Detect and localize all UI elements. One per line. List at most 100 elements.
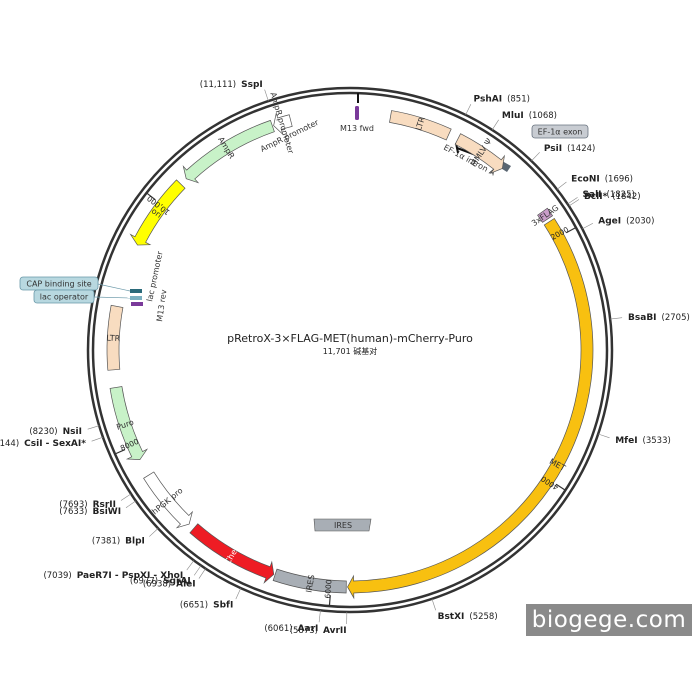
site-name: BclI* (584, 192, 608, 202)
site-line-paer7i-pspxi-xhoi (186, 560, 195, 571)
site-label-agei: AgeI(2030) (598, 217, 654, 227)
site-name: BsaBI (628, 313, 657, 323)
lac-operator-tag-label: lac operator (40, 293, 89, 302)
site-line-bcli (568, 199, 580, 207)
site-name: AleI (176, 580, 196, 590)
site-line-blpi (149, 528, 159, 537)
site-label-econi: EcoNI (1696) (571, 174, 633, 184)
site-name: BsiWI (93, 507, 122, 517)
site-pos: (6651) (180, 601, 208, 611)
site-label-bsabi: BsaBI (2705) (628, 313, 690, 323)
site-name: BstXI (438, 612, 465, 622)
backbone-outer-ring (86, 86, 614, 614)
site-name: MluI (502, 111, 524, 121)
site-pos: (3533) (643, 436, 671, 446)
site-line-sbfi (235, 588, 242, 600)
site-line-agei (582, 223, 594, 230)
site-name: SgrAI (163, 576, 191, 586)
site-line-bsabi (610, 317, 623, 320)
site-pos: (6977) (130, 576, 158, 586)
ef1a-exon-tag: EF-1α exon (531, 124, 589, 139)
site-pos: (2705) (662, 313, 690, 323)
site-name: CsiI - SexAI* (24, 439, 86, 449)
tick-8000 (114, 448, 126, 455)
site-name: SalI (583, 190, 602, 200)
cap-binding-site-marker (130, 289, 142, 293)
site-pos: (1696) (605, 174, 633, 184)
site-pos: (8144) (0, 439, 19, 449)
feature-mcherry-5 (189, 523, 275, 584)
site-line-mlui (491, 119, 499, 131)
site-label-bstxi: BstXI (5258) (438, 612, 498, 622)
site-pos: (7633) (59, 507, 87, 517)
m13-fwd-primer-marker (355, 106, 359, 120)
site-pos: (1825) (607, 190, 635, 200)
site-name: AvrII (323, 626, 347, 636)
feature-ltr-0 (389, 110, 452, 141)
site-label-blpi: (7381)BlpI (92, 537, 145, 547)
site-name: AgeI (598, 217, 621, 227)
feature-mmlv-1 (454, 133, 505, 174)
ires-inner-label: IRES (334, 521, 352, 530)
feature-ampr-10 (182, 119, 275, 184)
site-label-mlui: MluI (1068) (502, 111, 557, 121)
ires-inner-bar (313, 518, 372, 532)
feature-label-ltr-0: LTR (414, 115, 427, 131)
site-label-aari: (6061)AarI (264, 624, 318, 634)
site-label-sgrai: (6977) SgrAI (130, 576, 191, 586)
feature-ampr-promoter-11 (273, 111, 293, 136)
ef1a-exon-tag-label: EF-1α exon (538, 128, 583, 137)
site-name: EcoNI (571, 174, 600, 184)
site-pos: (1842) (612, 192, 640, 202)
site-pos: (851) (507, 95, 530, 105)
site-line-bsiwi (125, 500, 136, 509)
site-pos: (6061) (264, 624, 292, 634)
site-label-csii-sexai: (8144) CsiI - SexAI* (0, 439, 86, 449)
site-name: SbfI (213, 601, 233, 611)
feature-label-ires-4: IRES (305, 574, 317, 593)
site-pos: (7039) (43, 571, 71, 581)
plasmid-size: 11,701 碱基对 (323, 346, 378, 356)
site-line-sgrai (193, 565, 202, 576)
site-label-bsiwi: (7633) BsiWI (59, 507, 121, 517)
site-line-pshai (465, 103, 472, 116)
site-pos: (7693) (59, 500, 87, 510)
site-name: MfeI (615, 436, 637, 446)
site-pos: (1424) (567, 144, 595, 154)
feature-ori-9 (129, 179, 186, 246)
site-pos: (8230) (29, 427, 57, 437)
site-pos: (5873) (290, 626, 318, 636)
tick-label-6000: 6000 (323, 579, 334, 599)
site-pos: (5258) (469, 612, 497, 622)
site-line-mfei (598, 433, 610, 439)
site-name: NsiI (63, 427, 82, 437)
site-pos: (11,111) (200, 80, 236, 90)
feature-ltr-8 (106, 304, 124, 371)
site-line-alei (198, 568, 206, 579)
site-line-nsii (87, 425, 100, 430)
m13-rev-primer-marker (131, 302, 143, 306)
site-line-bstxi (431, 598, 436, 611)
site-label-mfei: MfeI (3533) (615, 436, 671, 446)
tick-6000 (328, 595, 331, 607)
feature-hpgk-pro-6 (143, 471, 194, 529)
plasmid-title: pRetroX-3×FLAG-MET(human)-mCherry-Puro (227, 332, 473, 345)
site-line-rsrii (120, 493, 132, 501)
site-line-psii (531, 152, 540, 162)
site-label-paer7i-pspxi-xhoi: (7039)PaeR7I - PspXI - XhoI (43, 571, 183, 581)
site-line-csii-sexai (91, 436, 104, 442)
tick-2000 (565, 226, 577, 234)
feature-met-3 (347, 217, 594, 600)
site-label-sbfi: (6651) SbfI (180, 601, 233, 611)
site-label-sspi: (11,111)SspI (200, 80, 263, 90)
lac-operator-marker (130, 296, 142, 300)
feature-label-ltr-8: LTR (106, 333, 121, 343)
site-line-sspi (264, 89, 269, 102)
site-label-nsii: (8230) NsiI (29, 427, 82, 437)
site-name: BlpI (125, 537, 145, 547)
site-name: PshAI (474, 95, 503, 105)
site-pos: (1068) (529, 111, 557, 121)
m13-rev-label: M13 rev (155, 289, 168, 323)
